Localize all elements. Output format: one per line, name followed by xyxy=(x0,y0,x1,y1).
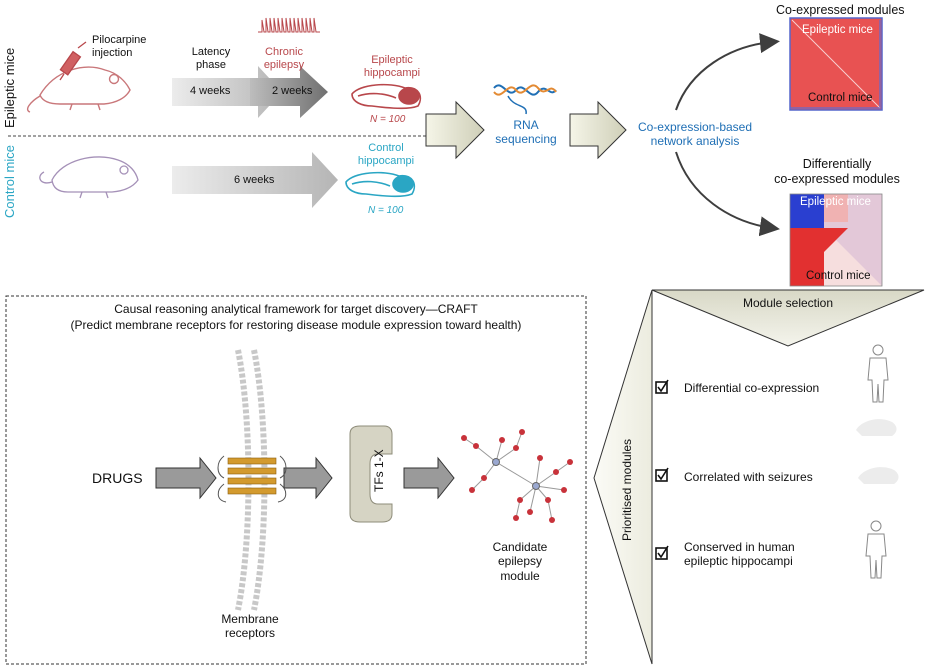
coexpressed-title: Co-expressed modules xyxy=(776,3,905,17)
arrow-4weeks: 4 weeks xyxy=(190,85,231,97)
epileptic-n: N = 100 xyxy=(370,114,406,125)
candidate-module-label: Candidate epilepsy module xyxy=(492,540,548,583)
latency-label: Latency phase xyxy=(191,46,231,72)
coexpressed-epileptic: Epileptic mice xyxy=(802,24,873,36)
drugs-label: DRUGS xyxy=(92,470,143,486)
seizure-spikes xyxy=(258,17,320,33)
control-mouse-icon xyxy=(39,156,139,199)
curve-up-arrow xyxy=(675,33,780,111)
criterion-seizures: Correlated with seizures xyxy=(684,470,813,484)
control-hippocampi-label: Control hippocampi xyxy=(357,142,415,168)
control-n: N = 100 xyxy=(368,205,404,216)
coexpressed-control: Control mice xyxy=(808,92,873,104)
differential-epileptic: Epileptic mice xyxy=(800,196,871,208)
receptor-icon xyxy=(217,455,287,503)
arrow-2weeks: 2 weeks xyxy=(272,85,313,97)
epileptic-brain-icon xyxy=(351,83,422,110)
tf-arrow xyxy=(403,456,455,500)
differential-title: Differentially co-expressed modules xyxy=(774,157,900,186)
craft-title: Causal reasoning analytical framework fo… xyxy=(114,302,478,316)
network-analysis-label: Co-expression-based network analysis xyxy=(637,120,753,149)
drugs-arrow xyxy=(155,456,217,500)
chronic-label: Chronic epilepsy xyxy=(263,46,305,72)
prioritised-modules-label: Prioritised modules xyxy=(620,438,634,541)
epileptic-hippocampi-label: Epileptic hippocampi xyxy=(363,54,421,80)
control-arrow xyxy=(172,152,338,208)
faint-mouse-icon xyxy=(856,419,899,484)
differential-heatmap xyxy=(789,193,883,287)
network-icon xyxy=(461,429,573,523)
module-selection-triangle xyxy=(651,289,925,347)
epileptic-mouse-icon xyxy=(26,66,131,113)
receptor-arrow xyxy=(283,456,333,500)
chronic-arrow xyxy=(250,66,328,118)
module-selection-label: Module selection xyxy=(742,296,834,310)
membrane-icon xyxy=(235,349,268,611)
tf-shape xyxy=(349,425,393,523)
to-analysis-arrow xyxy=(569,100,627,160)
human-icon xyxy=(865,344,889,579)
membrane-receptors-label: Membrane receptors xyxy=(221,612,279,641)
criterion-differential: Differential co-expression xyxy=(684,381,820,395)
craft-subtitle: (Predict membrane receptors for restorin… xyxy=(70,318,522,332)
dna-icon xyxy=(493,84,557,96)
control-brain-icon xyxy=(345,171,416,198)
rna-sequencing-label: RNA sequencing xyxy=(495,118,557,147)
rna-strand xyxy=(507,95,527,115)
syringe-icon xyxy=(59,41,87,81)
criterion-human: Conserved in human epileptic hippocampi xyxy=(684,540,795,569)
pilocarpine-label: Pilocarpine injection xyxy=(92,34,147,60)
prioritised-triangle xyxy=(593,289,653,665)
control-mice-label: Control mice xyxy=(2,145,17,218)
differential-control: Control mice xyxy=(806,270,871,282)
to-rna-arrow xyxy=(425,100,485,160)
epileptic-mice-label: Epileptic mice xyxy=(2,47,17,128)
tfs-label: TFs 1-X xyxy=(372,449,386,492)
craft-box xyxy=(5,295,587,665)
coexpression-heatmap xyxy=(789,17,883,111)
checkbox-icon xyxy=(655,379,669,560)
curve-down-arrow xyxy=(675,151,780,237)
arrow-6weeks: 6 weeks xyxy=(234,174,275,186)
